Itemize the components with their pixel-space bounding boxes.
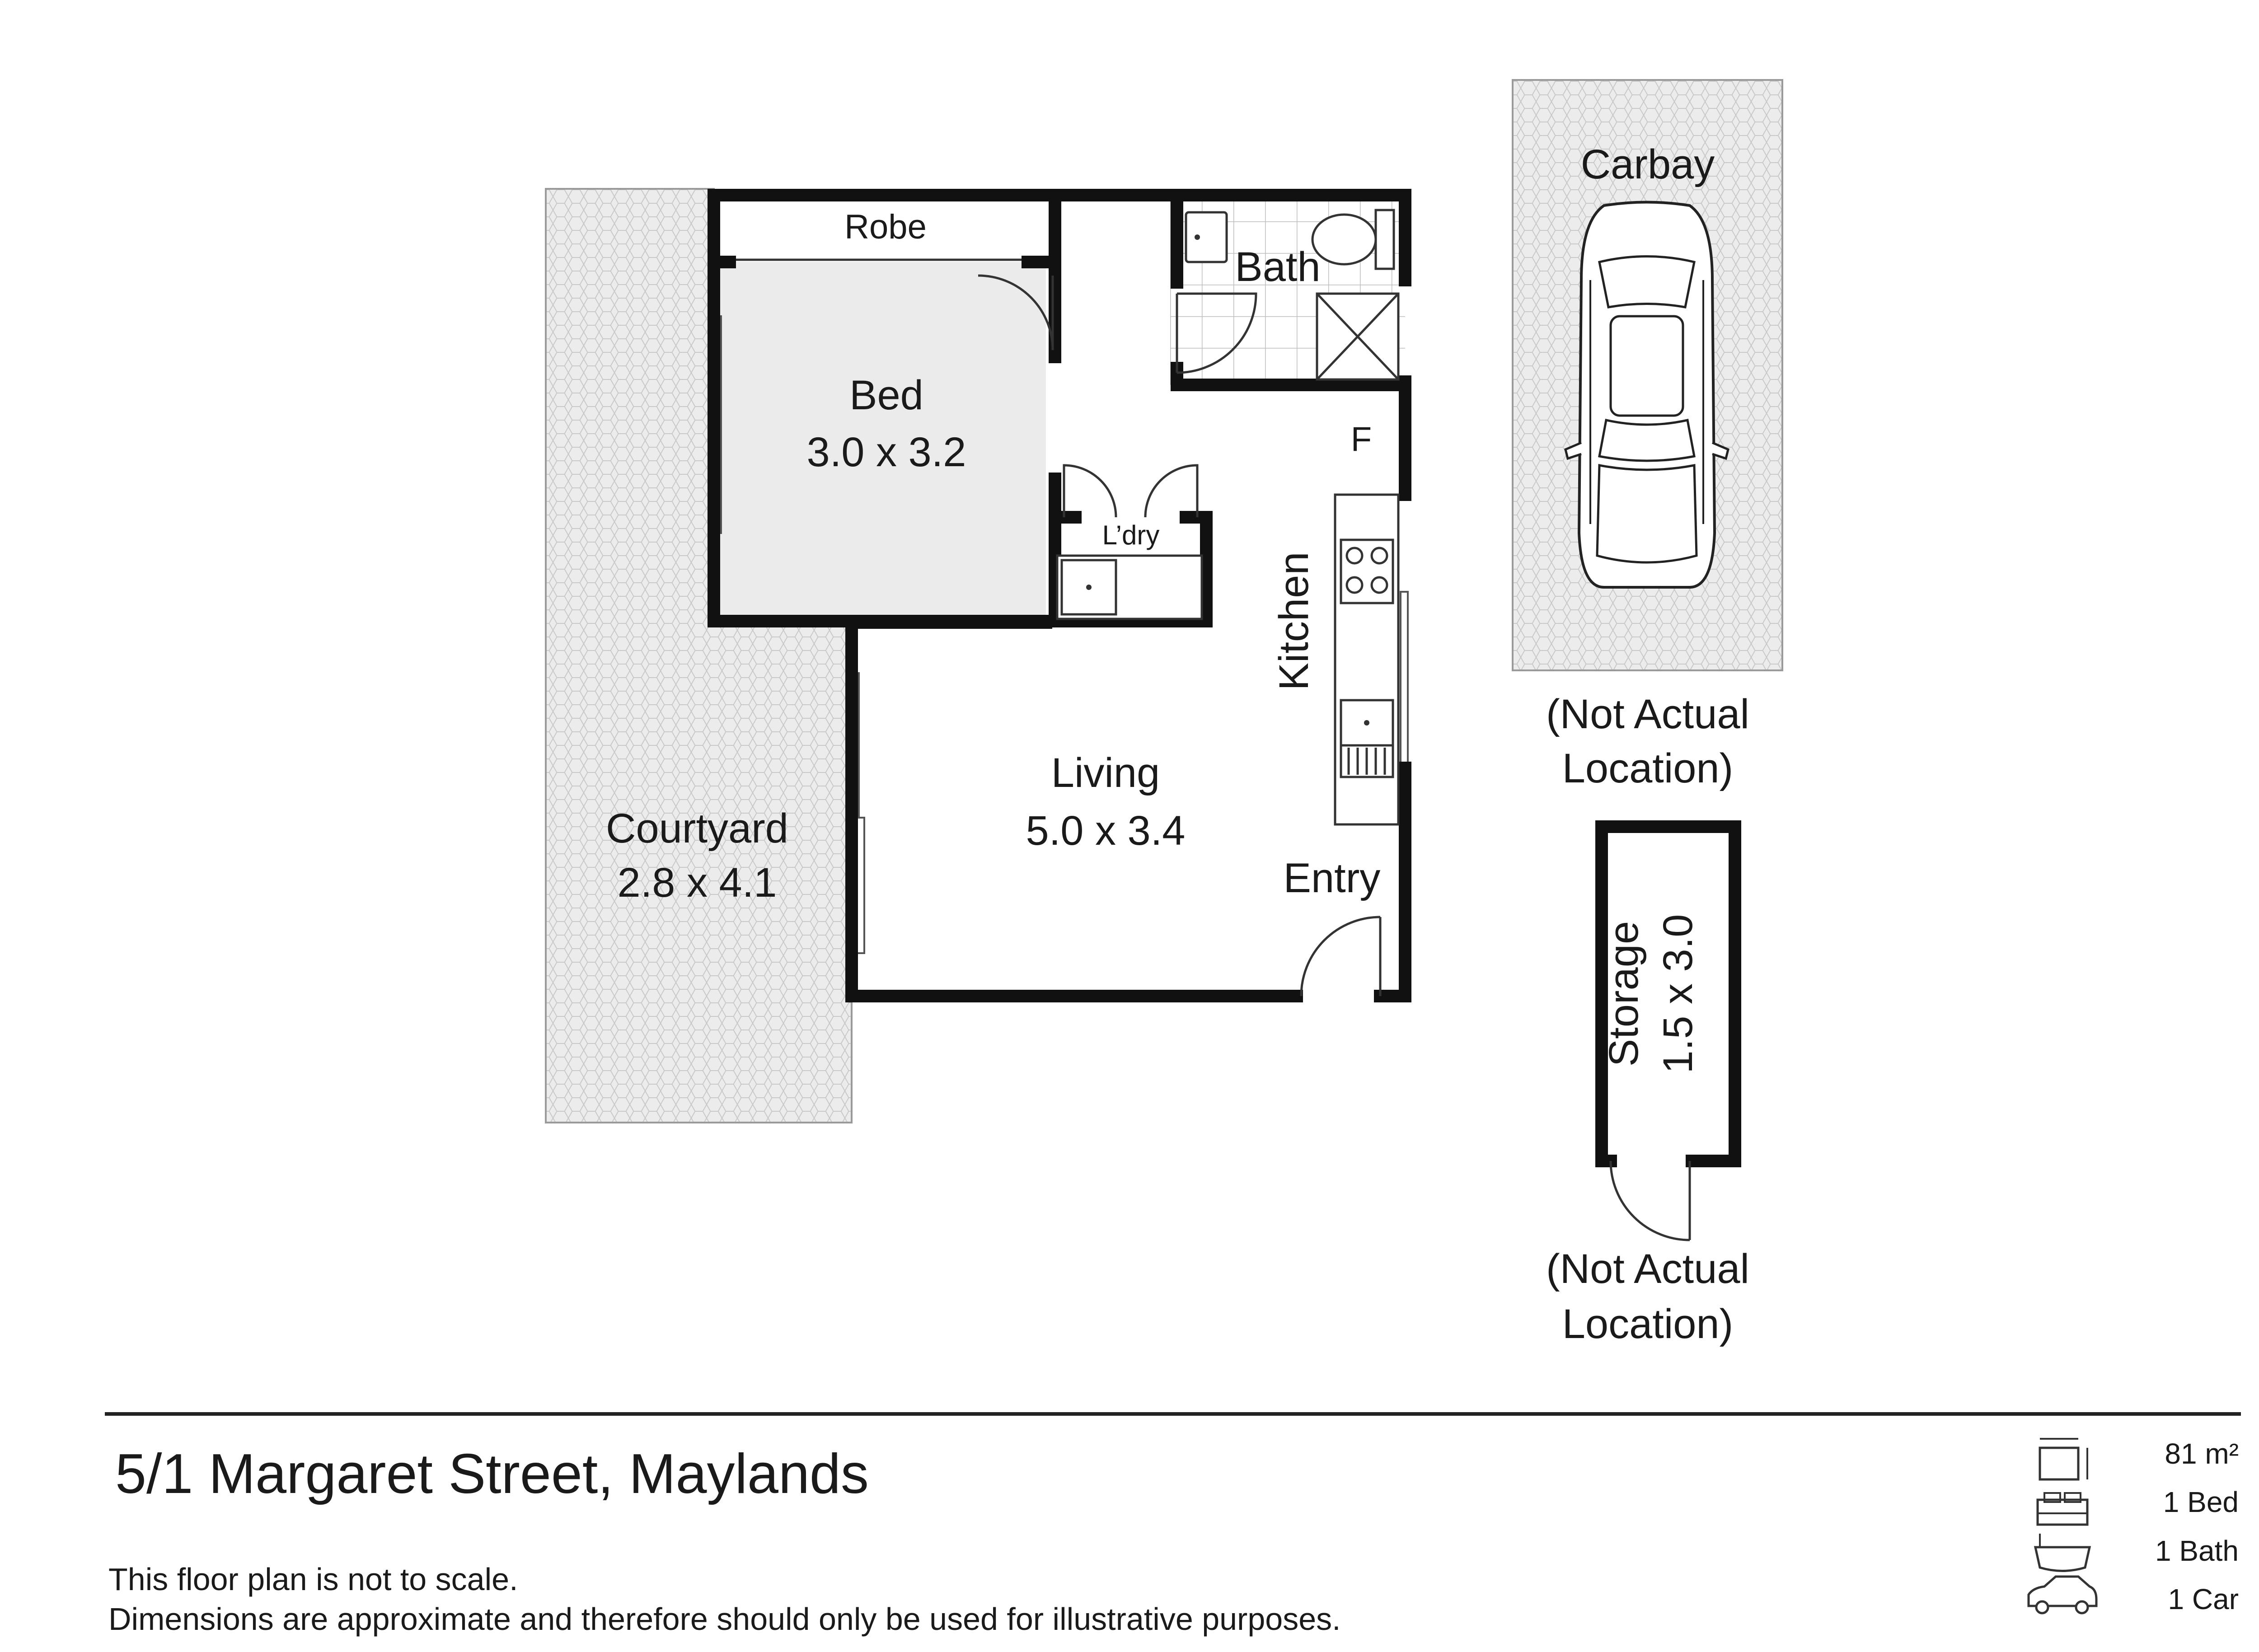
stat-bath: 1 Bath — [2155, 1535, 2239, 1567]
room-size-courtyard: 2.8 x 4.1 — [618, 860, 777, 906]
room-label-storage: Storage — [1601, 921, 1647, 1067]
room-label-bath: Bath — [1235, 244, 1320, 290]
room-label-carbay: Carbay — [1581, 141, 1715, 187]
stat-area: 81 m² — [2165, 1437, 2239, 1470]
room-size-storage: 1.5 x 3.0 — [1655, 914, 1701, 1074]
toilet-bowl — [1311, 213, 1377, 266]
bathtub-icon — [2034, 1534, 2091, 1572]
note-storage-line2: Location) — [1562, 1301, 1733, 1347]
room-label-entry: Entry — [1284, 855, 1381, 901]
room-label-courtyard: Courtyard — [606, 805, 788, 852]
car-icon — [2027, 1575, 2098, 1615]
room-size-living: 5.0 x 3.4 — [1026, 808, 1186, 854]
note-storage-line1: (Not Actual — [1546, 1246, 1749, 1292]
stat-car: 1 Car — [2168, 1583, 2239, 1615]
note-carbay-line1: (Not Actual — [1546, 691, 1749, 737]
room-label-fridge: F — [1351, 420, 1372, 459]
stat-bed: 1 Bed — [2163, 1486, 2239, 1518]
address-title: 5/1 Margaret Street, Maylands — [115, 1443, 869, 1505]
room-label-robe: Robe — [844, 208, 927, 246]
bathroom-fixtures — [1185, 209, 1400, 381]
toilet-cistern — [1374, 209, 1395, 270]
disclaimer-line1: This floor plan is not to scale. — [108, 1562, 518, 1597]
bed-icon — [2036, 1492, 2089, 1526]
basin — [1185, 211, 1228, 263]
kitchen-fixtures — [1334, 493, 1400, 826]
room-label-laundry: L’dry — [1102, 520, 1160, 550]
car-graphic — [1564, 201, 1729, 589]
room-label-bed: Bed — [849, 372, 923, 418]
room-label-kitchen: Kitchen — [1271, 552, 1317, 691]
room-size-bed: 3.0 x 3.2 — [807, 429, 966, 475]
bedroom-floor — [714, 262, 1046, 621]
walls — [708, 189, 1741, 1167]
floor-area-icon — [2039, 1438, 2088, 1481]
disclaimer-line2: Dimensions are approximate and therefore… — [108, 1601, 1341, 1637]
door-swings — [978, 274, 1691, 1241]
room-label-living: Living — [1051, 750, 1160, 796]
laundry-fixtures — [1056, 554, 1203, 620]
note-carbay-line2: Location) — [1562, 745, 1733, 791]
